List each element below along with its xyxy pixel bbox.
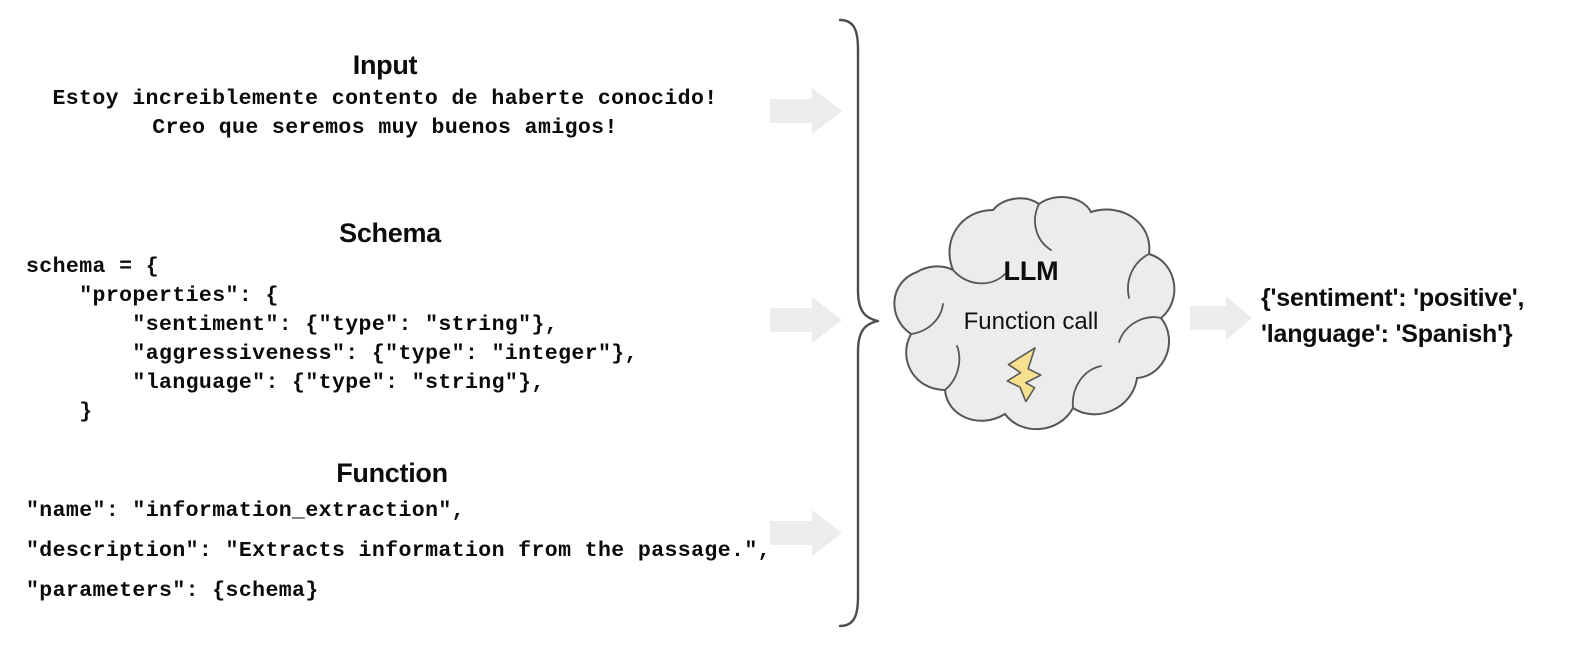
function-heading: Function [336,458,448,488]
arrow-function-to-model [770,510,842,556]
function-call-label: Function call [963,308,1099,335]
arrow-model-to-output [1190,296,1252,340]
function-body-text: "name": "information_extraction", "descr… [26,499,771,603]
llm-cloud: LLM Function call [875,196,1187,436]
schema-body-text: schema = { "properties": { "sentiment": … [26,255,638,424]
schema-heading: Schema [339,218,441,248]
output-result-text: {'sentiment': 'positive', 'language': 'S… [1261,284,1525,348]
arrow-input-to-model [770,88,842,134]
llm-label: LLM [1003,256,1059,286]
lightning-bolt-icon [1005,344,1065,403]
right-curly-brace [826,18,886,628]
arrow-schema-to-model [770,297,842,343]
input-body-text: Estoy increiblemente contento de haberte… [52,87,718,140]
input-heading: Input [352,50,418,80]
